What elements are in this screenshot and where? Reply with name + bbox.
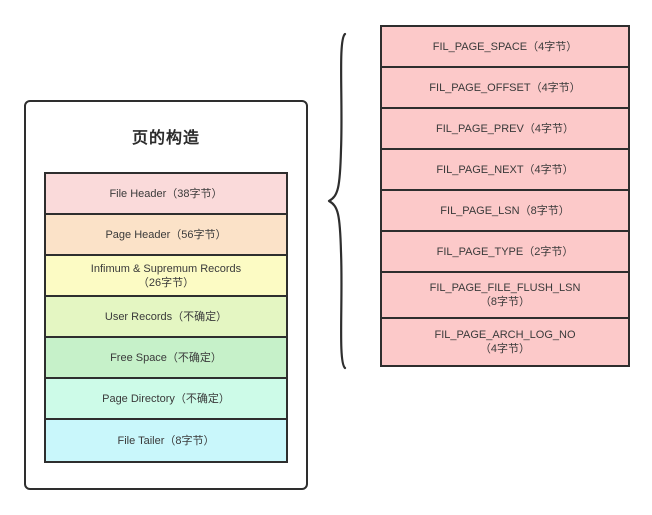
page-structure-row-label: File Tailer（8字节）: [117, 434, 215, 447]
file-header-field-label: FIL_PAGE_SPACE（4字节）: [432, 40, 578, 53]
page-structure-row-label: Free Space（不确定）: [110, 351, 222, 364]
page-structure-row-label: User Records（不确定）: [104, 310, 228, 323]
page-structure-row: File Tailer（8字节）: [46, 420, 286, 461]
curly-brace-connector: [326, 30, 352, 372]
page-structure-row-label: Infimum & Supremum Records（26字节）: [90, 262, 242, 289]
file-header-field-row: FIL_PAGE_LSN（8字节）: [382, 191, 628, 232]
file-header-field-label: FIL_PAGE_ARCH_LOG_NO（4字节）: [434, 329, 576, 355]
curly-brace-icon: [327, 32, 347, 370]
file-header-field-label: FIL_PAGE_OFFSET（4字节）: [429, 81, 581, 94]
page-structure-row-label: File Header（38字节）: [109, 187, 223, 200]
file-header-field-row: FIL_PAGE_NEXT（4字节）: [382, 150, 628, 191]
page-structure-row: Free Space（不确定）: [46, 338, 286, 379]
file-header-field-label: FIL_PAGE_LSN（8字节）: [440, 204, 570, 217]
file-header-field-row: FIL_PAGE_FILE_FLUSH_LSN（8字节）: [382, 273, 628, 319]
page-structure-row: File Header（38字节）: [46, 174, 286, 215]
file-header-field-label: FIL_PAGE_FILE_FLUSH_LSN（8字节）: [429, 282, 581, 308]
file-header-field-row: FIL_PAGE_ARCH_LOG_NO（4字节）: [382, 319, 628, 365]
page-structure-row: Infimum & Supremum Records（26字节）: [46, 256, 286, 297]
file-header-field-row: FIL_PAGE_TYPE（2字节）: [382, 232, 628, 273]
page-structure-card: 页的构造 File Header（38字节） Page Header（56字节） I…: [24, 100, 308, 490]
page-structure-row: Page Directory（不确定）: [46, 379, 286, 420]
page-structure-row-label: Page Header（56字节）: [105, 228, 227, 241]
file-header-field-label: FIL_PAGE_PREV（4字节）: [436, 122, 574, 135]
page-title: 页的构造: [131, 130, 200, 147]
file-header-field-row: FIL_PAGE_OFFSET（4字节）: [382, 68, 628, 109]
page-structure-row-list: File Header（38字节） Page Header（56字节） Infimu…: [44, 172, 288, 463]
page-structure-row: Page Header（56字节）: [46, 215, 286, 256]
file-header-field-row: FIL_PAGE_PREV（4字节）: [382, 109, 628, 150]
file-header-fields-table: FIL_PAGE_SPACE（4字节） FIL_PAGE_OFFSET（4字节） F…: [380, 25, 630, 367]
page-structure-row: User Records（不确定）: [46, 297, 286, 338]
file-header-field-row: FIL_PAGE_SPACE（4字节）: [382, 27, 628, 68]
file-header-field-label: FIL_PAGE_NEXT（4字节）: [436, 163, 574, 176]
page-structure-row-label: Page Directory（不确定）: [102, 392, 230, 405]
file-header-field-label: FIL_PAGE_TYPE（2字节）: [436, 245, 574, 258]
